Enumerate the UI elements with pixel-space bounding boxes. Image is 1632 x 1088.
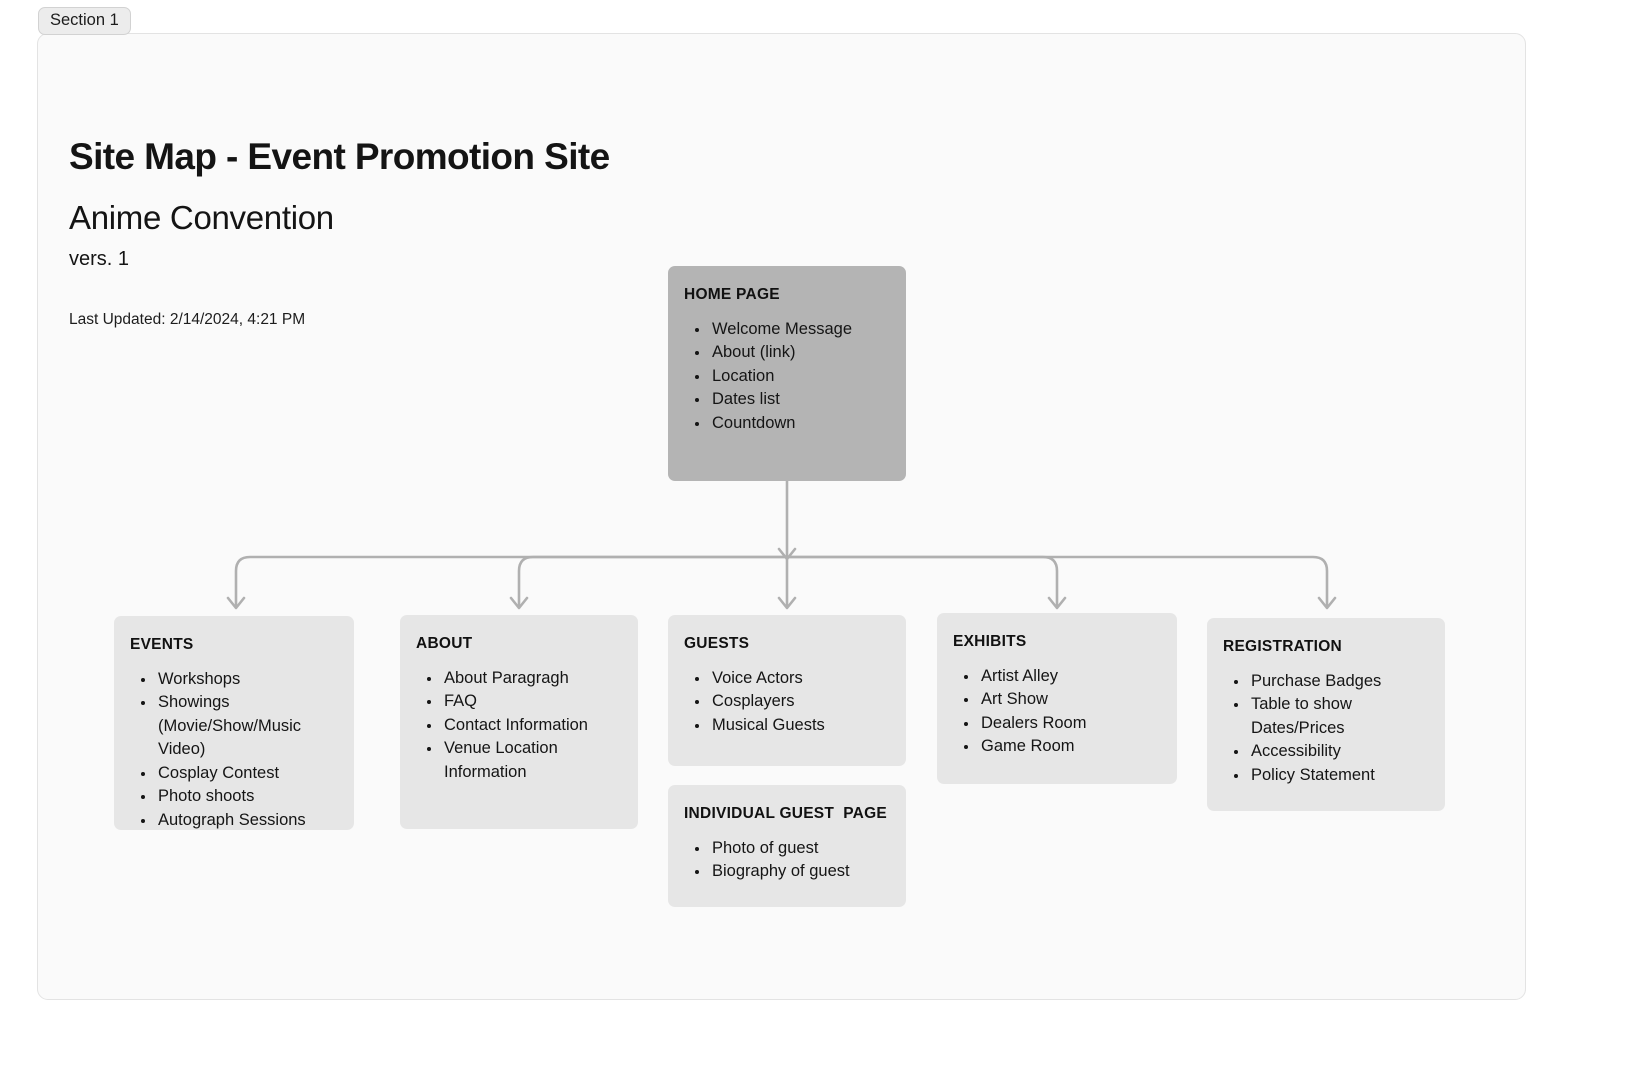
list-item: Biography of guest [710, 860, 888, 883]
list-item: Voice Actors [710, 667, 888, 690]
node-item-list: Purchase Badges Table to show Dates/Pric… [1223, 670, 1427, 787]
list-item: Workshops [156, 668, 336, 691]
node-title: REGISTRATION [1223, 638, 1342, 655]
list-item: Cosplay Contest [156, 762, 336, 785]
node-title: GUESTS [684, 635, 750, 652]
list-item: Cosplayers [710, 690, 888, 713]
page-title: Site Map - Event Promotion Site [69, 136, 610, 177]
node-item-list: Workshops Showings (Movie/Show/Music Vid… [130, 668, 336, 832]
list-item: Game Room [979, 735, 1159, 758]
list-item: Photo shoots [156, 785, 336, 808]
node-title: ABOUT [416, 635, 473, 652]
node-item-list: Voice Actors Cosplayers Musical Guests [684, 667, 888, 737]
list-item: Countdown [710, 412, 888, 435]
list-item: About (link) [710, 341, 888, 364]
list-item: Photo of guest [710, 837, 888, 860]
node-title: INDIVIDUAL GUEST PAGE [684, 805, 888, 822]
node-registration[interactable]: REGISTRATION Purchase Badges Table to sh… [1207, 618, 1445, 811]
list-item: FAQ [442, 690, 620, 713]
list-item: Accessibility [1249, 740, 1427, 763]
section-badge[interactable]: Section 1 [38, 7, 131, 35]
list-item: Table to show Dates/Prices [1249, 693, 1427, 740]
node-home-page[interactable]: HOME PAGE Welcome Message About (link) L… [668, 266, 906, 481]
node-guests[interactable]: GUESTS Voice Actors Cosplayers Musical G… [668, 615, 906, 766]
list-item: Policy Statement [1249, 764, 1427, 787]
last-updated-label: Last Updated: 2/14/2024, 4:21 PM [69, 311, 306, 328]
node-item-list: Artist Alley Art Show Dealers Room Game … [953, 665, 1159, 759]
list-item: Art Show [979, 688, 1159, 711]
list-item: Musical Guests [710, 714, 888, 737]
node-item-list: Welcome Message About (link) Location Da… [684, 318, 888, 435]
node-events[interactable]: EVENTS Workshops Showings (Movie/Show/Mu… [114, 616, 354, 830]
list-item: Venue Location Information [442, 737, 620, 784]
list-item: Showings (Movie/Show/Music Video) [156, 691, 336, 761]
node-item-list: Photo of guest Biography of guest [684, 837, 888, 884]
list-item: Dealers Room [979, 712, 1159, 735]
version-label: vers. 1 [69, 248, 130, 270]
list-item: Purchase Badges [1249, 670, 1427, 693]
list-item: About Paragragh [442, 667, 620, 690]
list-item: Welcome Message [710, 318, 888, 341]
list-item: Dates list [710, 388, 888, 411]
list-item: Contact Information [442, 714, 620, 737]
page-subtitle: Anime Convention [69, 199, 334, 236]
list-item: Artist Alley [979, 665, 1159, 688]
node-item-list: About Paragragh FAQ Contact Information … [416, 667, 620, 784]
node-title: EVENTS [130, 636, 194, 653]
node-title: HOME PAGE [684, 286, 780, 303]
node-individual-guest-page[interactable]: INDIVIDUAL GUEST PAGE Photo of guest Bio… [668, 785, 906, 907]
node-title: EXHIBITS [953, 633, 1027, 650]
node-about[interactable]: ABOUT About Paragragh FAQ Contact Inform… [400, 615, 638, 829]
node-exhibits[interactable]: EXHIBITS Artist Alley Art Show Dealers R… [937, 613, 1177, 784]
list-item: Autograph Sessions [156, 809, 336, 832]
list-item: Location [710, 365, 888, 388]
